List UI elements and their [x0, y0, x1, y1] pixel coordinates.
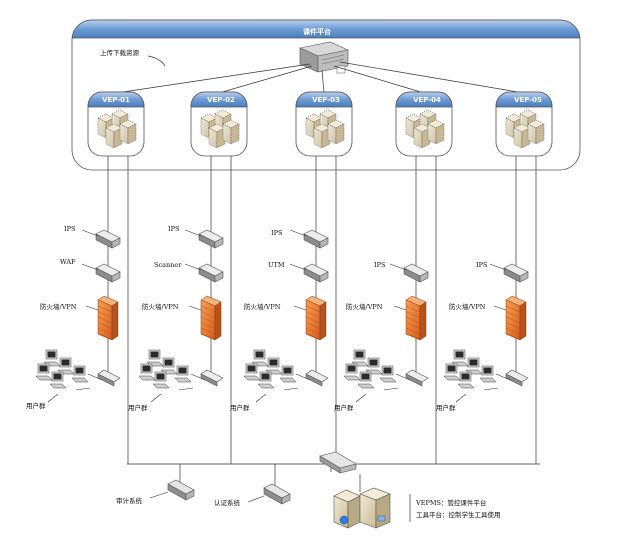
branch-5-firewall-label: 防火墙/VPN [449, 303, 486, 311]
ips-device-icon [303, 229, 329, 249]
branch-1-firewall-label: 防火墙/VPN [40, 303, 77, 311]
branch-2-scanner-label: Scanner [154, 261, 182, 269]
label-pointer [255, 393, 267, 403]
vep-server-cluster-icon [405, 109, 445, 149]
server-note-1: VEPMS：管控课件平台 [416, 499, 487, 507]
label-pointer [85, 305, 99, 311]
upload-note: 上传下载资源 [100, 49, 139, 57]
vep-box-4 [395, 91, 453, 157]
branch-5-ips-label: IPS [476, 261, 488, 269]
firewall-icon [405, 295, 427, 341]
branch-3-utm-label: UTM [268, 261, 285, 269]
label-pointer [289, 229, 307, 237]
branch-1-ips-label: IPS [64, 225, 76, 233]
core-switch-icon [319, 451, 357, 474]
firewall-icon [200, 295, 222, 341]
ips-device-icon [95, 229, 121, 249]
security-device-icon [198, 263, 224, 283]
label-pointer [184, 229, 202, 237]
ips-device-icon [403, 263, 429, 283]
access-switch-icon [200, 369, 224, 387]
label-pointer [188, 305, 202, 311]
users-link [190, 373, 206, 381]
branch-3-users-label: 用户群 [230, 404, 250, 412]
label-pointer [489, 263, 507, 271]
label-pointer [293, 305, 307, 311]
branch-4 [343, 156, 437, 464]
users-link [87, 373, 103, 381]
audit-system-label: 审计系统 [116, 497, 142, 505]
branch-2-firewall-label: 防火墙/VPN [142, 303, 179, 311]
branch-1-users-label: 用户群 [26, 402, 46, 410]
users-link [295, 373, 311, 381]
branch-5 [443, 156, 537, 464]
access-switch-icon [305, 369, 329, 387]
label-pointer [455, 393, 467, 403]
label-pointer [81, 229, 99, 237]
auth-system-label: 认证系统 [214, 499, 240, 507]
security-device-icon [95, 263, 121, 283]
branch-3-firewall-label: 防火墙/VPN [244, 303, 281, 311]
auth-device-icon [263, 483, 291, 505]
vep-label-1: VEP-01 [102, 96, 130, 104]
central-server-icon [299, 41, 349, 74]
firewall-icon [97, 295, 119, 341]
vep-label-5: VEP-05 [514, 96, 542, 104]
label-pointer [355, 393, 367, 403]
ips-device-icon [503, 263, 529, 283]
users-link [495, 373, 511, 381]
branch-4-ips-label: IPS [374, 261, 386, 269]
security-device-icon [303, 263, 329, 283]
vep-box-3 [295, 91, 353, 157]
server-note-2: 工具平台：控制学生工具使用 [416, 511, 501, 519]
vep-label-3: VEP-03 [312, 96, 340, 104]
firewall-icon [505, 295, 527, 341]
access-switch-icon [405, 369, 429, 387]
firewall-icon [305, 295, 327, 341]
access-switch-icon [505, 369, 529, 387]
label-pointer [150, 393, 162, 403]
vep-server-cluster-icon [305, 109, 345, 149]
user-group-icon [138, 349, 194, 391]
ips-device-icon [198, 229, 224, 249]
user-group-icon [243, 349, 299, 391]
label-pointer [389, 263, 407, 271]
server-to-vep-links [115, 61, 525, 94]
vep-server-cluster-icon [200, 109, 240, 149]
label-pointer [289, 263, 307, 271]
upload-note-pointer [147, 55, 166, 67]
user-group-icon [443, 349, 499, 391]
branch-2-ips-label: IPS [168, 225, 180, 233]
audit-device-icon [167, 479, 195, 501]
branch-1-waf-label: WAF [60, 258, 76, 266]
vep-server-cluster-icon [505, 109, 545, 149]
vep-server-cluster-icon [97, 109, 137, 149]
branch-5-users-label: 用户群 [436, 404, 456, 412]
branch-4-users-label: 用户群 [334, 404, 354, 412]
vep-label-4: VEP-04 [413, 96, 441, 104]
label-pointer [81, 263, 99, 271]
branch-2-users-label: 用户群 [128, 404, 148, 412]
users-link [395, 373, 411, 381]
user-group-icon [343, 349, 399, 391]
branch-3-ips-label: IPS [271, 229, 283, 237]
label-pointer [493, 305, 507, 311]
label-pointer [393, 305, 407, 311]
vep-box-2 [190, 91, 248, 157]
label-pointer [184, 263, 202, 271]
branch-3 [243, 156, 337, 464]
branch-1 [35, 156, 129, 464]
vep-label-2: VEP-02 [207, 96, 235, 104]
platform-title: 课件平台 [303, 27, 331, 36]
vep-box-1 [87, 91, 145, 157]
management-servers-icon [333, 487, 391, 529]
label-pointer [47, 393, 59, 403]
branch-2 [138, 156, 232, 464]
user-group-icon [35, 349, 91, 391]
access-switch-icon [97, 369, 121, 387]
vep-box-5 [495, 91, 553, 157]
branch-4-firewall-label: 防火墙/VPN [346, 303, 383, 311]
